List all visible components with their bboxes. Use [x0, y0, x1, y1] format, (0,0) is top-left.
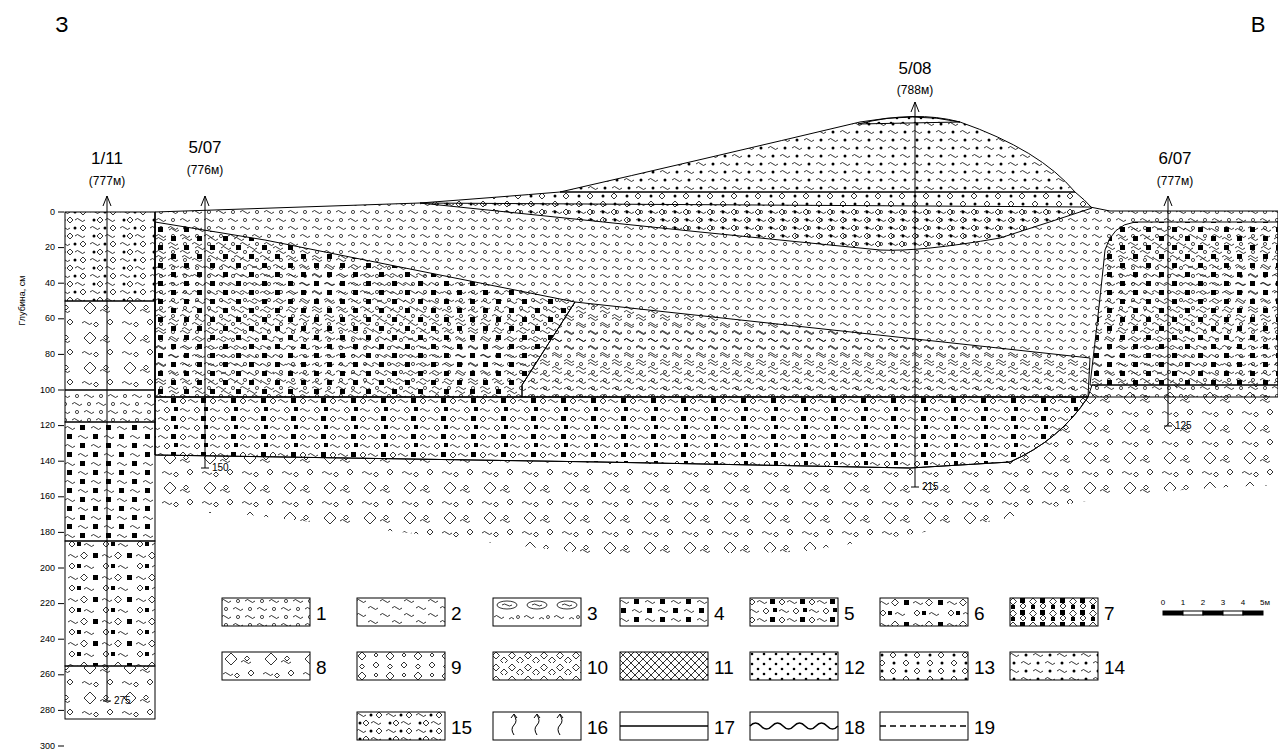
depth-tick-label: 60 — [45, 314, 55, 323]
direction-letter: З — [55, 14, 68, 36]
depth-tick-label: 220 — [40, 599, 55, 608]
legend-swatch — [492, 597, 582, 627]
borehole-number: 5/08 — [898, 60, 931, 77]
depth-tick — [58, 532, 64, 533]
scale-number: 2 — [1201, 599, 1205, 607]
legend-number: 19 — [974, 718, 995, 737]
legend-number: 5 — [844, 604, 855, 623]
legend-swatch — [619, 597, 709, 627]
depth-tick — [58, 461, 64, 462]
legend-number: 4 — [714, 604, 725, 623]
legend-number: 7 — [1104, 604, 1115, 623]
legend-swatch — [749, 651, 839, 681]
legend-swatch — [356, 597, 446, 627]
legend-swatch — [221, 597, 311, 627]
elevation: (788м) — [897, 84, 933, 96]
depth-label: 215 — [922, 482, 939, 492]
depth-tick — [58, 390, 64, 391]
depth-tick — [58, 674, 64, 675]
depth-tick-label: 180 — [40, 528, 55, 537]
legend-number: 9 — [451, 658, 462, 677]
depth-tick — [58, 496, 64, 497]
legend-number: 17 — [714, 718, 735, 737]
legend-number: 16 — [587, 718, 608, 737]
scale-number: 5м — [1260, 599, 1270, 607]
depth-tick — [58, 318, 64, 319]
elevation: (776м) — [187, 164, 223, 176]
legend-number: 14 — [1104, 658, 1125, 677]
direction-letter: В — [1251, 14, 1266, 36]
borehole-number: 5/07 — [188, 139, 221, 156]
depth-tick-label: 20 — [45, 243, 55, 252]
depth-tick — [58, 568, 64, 569]
axis-title: Глубина, см — [18, 275, 27, 325]
depth-tick — [58, 639, 64, 640]
legend-number: 2 — [451, 604, 462, 623]
legend-number: 1 — [316, 604, 327, 623]
depth-tick — [58, 354, 64, 355]
depth-label: 150 — [212, 463, 229, 473]
legend-number: 6 — [974, 604, 985, 623]
depth-tick-label: 260 — [40, 670, 55, 679]
scale-number: 3 — [1221, 599, 1225, 607]
depth-tick-label: 140 — [40, 457, 55, 466]
depth-tick-label: 40 — [45, 279, 55, 288]
depth-tick — [58, 212, 64, 213]
scale-number: 4 — [1241, 599, 1245, 607]
depth-tick — [58, 710, 64, 711]
legend-number: 12 — [844, 658, 865, 677]
depth-tick — [58, 283, 64, 284]
legend-swatch — [749, 597, 839, 627]
depth-label: 125 — [1175, 421, 1192, 431]
legend-swatch — [879, 597, 969, 627]
depth-tick — [58, 247, 64, 248]
depth-tick-label: 0 — [50, 208, 55, 217]
legend-swatch — [879, 711, 969, 741]
depth-tick-label: 280 — [40, 706, 55, 715]
legend-swatch — [356, 651, 446, 681]
depth-tick — [58, 746, 64, 747]
depth-tick-label: 100 — [40, 386, 55, 395]
legend-swatch — [492, 711, 582, 741]
legend-number: 18 — [844, 718, 865, 737]
legend-number: 15 — [451, 718, 472, 737]
legend-number: 8 — [316, 658, 327, 677]
legend-swatch — [356, 711, 446, 741]
depth-tick-label: 200 — [40, 564, 55, 573]
elevation: (777м) — [89, 175, 125, 187]
legend-swatch — [492, 651, 582, 681]
depth-label: 275 — [114, 696, 131, 706]
depth-tick-label: 80 — [45, 350, 55, 359]
legend-swatch — [879, 651, 969, 681]
depth-tick — [58, 603, 64, 604]
depth-tick-label: 300 — [40, 742, 55, 751]
elevation: (777м) — [1157, 175, 1193, 187]
legend-number: 3 — [587, 604, 598, 623]
scale-number: 1 — [1181, 599, 1185, 607]
legend-number: 11 — [714, 658, 734, 677]
legend-number: 13 — [974, 658, 995, 677]
legend-swatch — [619, 651, 709, 681]
depth-tick — [58, 425, 64, 426]
depth-tick-label: 120 — [40, 421, 55, 430]
legend-number: 10 — [587, 658, 608, 677]
borehole-number: 6/07 — [1158, 150, 1191, 167]
scale-number: 0 — [1161, 599, 1165, 607]
legend-swatch — [221, 651, 311, 681]
legend-swatch — [1009, 651, 1099, 681]
borehole-number: 1/11 — [91, 150, 123, 167]
depth-tick-label: 160 — [40, 492, 55, 501]
depth-tick-label: 240 — [40, 635, 55, 644]
legend-swatch — [749, 711, 839, 741]
legend-swatch — [1009, 597, 1099, 627]
legend-swatch — [619, 711, 709, 741]
